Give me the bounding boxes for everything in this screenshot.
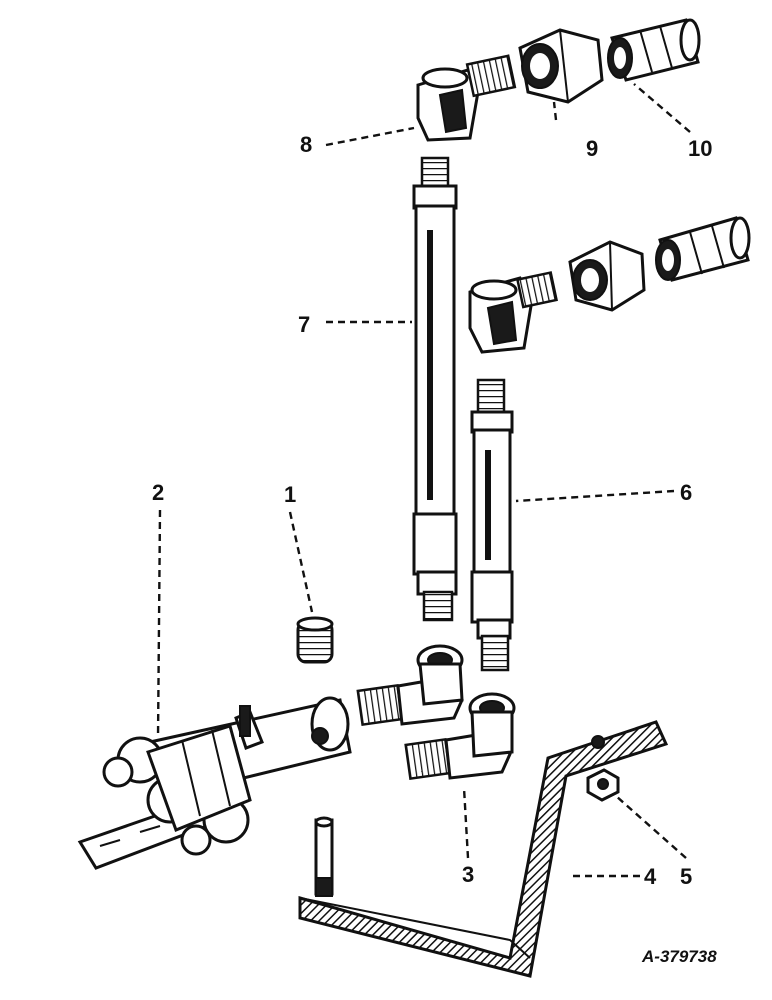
figure-reference-code: A-379738 <box>641 947 717 966</box>
small-nut <box>586 768 620 802</box>
callout-2: 2 <box>152 480 164 505</box>
callout-7: 7 <box>298 312 310 337</box>
street-elbow-upper <box>356 644 464 727</box>
elbow-fitting-middle <box>468 271 558 354</box>
elbow-fitting-top <box>416 54 517 142</box>
callout-10: 10 <box>688 136 712 161</box>
leader-lines <box>156 83 691 878</box>
callout-8: 8 <box>300 132 312 157</box>
hex-nut-middle <box>568 240 646 312</box>
mounting-bracket <box>298 720 669 978</box>
hex-nut-top <box>518 28 604 104</box>
sleeve-coupling-middle <box>655 216 751 282</box>
callout-labels: 8 9 10 7 6 1 2 3 4 5 A-379738 <box>152 132 717 966</box>
callout-3: 3 <box>462 862 474 887</box>
callout-5: 5 <box>680 864 692 889</box>
valve-assembly <box>77 696 352 870</box>
street-elbow-lower <box>404 692 516 781</box>
pipe-long <box>412 156 458 622</box>
callout-9: 9 <box>586 136 598 161</box>
spring <box>296 616 334 664</box>
pipe-short <box>470 378 514 672</box>
sleeve-coupling-top <box>607 18 701 82</box>
callout-1: 1 <box>284 482 296 507</box>
callout-4: 4 <box>644 864 657 889</box>
callout-6: 6 <box>680 480 692 505</box>
